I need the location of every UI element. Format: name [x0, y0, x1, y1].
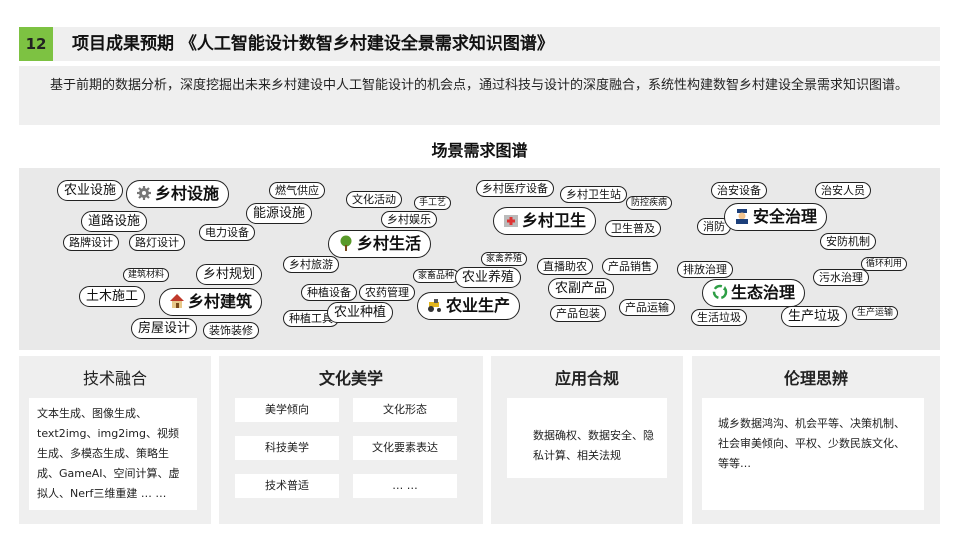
map-node: 污水治理 [813, 269, 869, 286]
description-box [19, 66, 940, 125]
map-node: 家畜品种 [413, 269, 460, 283]
map-node: 农业设施 [57, 180, 124, 201]
map-node: 乡村规划 [196, 264, 263, 285]
map-hub-node: 生态治理 [702, 279, 806, 307]
grid-cell: 文化要素表达 [353, 436, 457, 460]
map-hub-node: 乡村设施 [126, 180, 230, 208]
map-node: 防控疾病 [626, 196, 673, 210]
map-node: 生产运输 [852, 306, 899, 320]
map-node: 建筑材料 [123, 268, 170, 282]
panel-compliance: 应用合规 数据确权、数据安全、隐私计算、相关法规 [491, 356, 683, 524]
map-node: 农业种植 [327, 302, 394, 323]
panel-title: 文化美学 [318, 369, 383, 388]
map-hub-node: 农业生产 [417, 292, 521, 320]
grid-cell: 文化形态 [353, 398, 457, 422]
map-node: 治安设备 [711, 182, 767, 199]
map-node: 农业养殖 [455, 267, 522, 288]
map-node: 燃气供应 [269, 182, 325, 199]
grid-cell: 技术普适 [235, 474, 339, 498]
panel-text: 城乡数据鸿沟、机会平等、决策机制、社会审美倾向、平权、少数民族文化、等等… [718, 417, 905, 470]
panel-ethics: 伦理思辨 城乡数据鸿沟、机会平等、决策机制、社会审美倾向、平权、少数民族文化、等… [692, 356, 940, 524]
map-hub-node: 乡村建筑 [159, 288, 263, 316]
map-node: 土木施工 [79, 286, 146, 307]
house-icon [169, 291, 185, 308]
map-node: 生产垃圾 [781, 306, 848, 327]
grid-cell: 科技美学 [235, 436, 339, 460]
map-node: 路灯设计 [129, 234, 185, 251]
gear-icon [136, 183, 152, 200]
description-text: 基于前期的数据分析，深度挖掘出未来乡村建设中人工智能设计的机会点，通过科技与设计… [50, 78, 909, 93]
map-node: 卫生普及 [605, 220, 661, 237]
slide-number-badge: 12 [19, 27, 53, 61]
map-node: 治安人员 [815, 182, 871, 199]
map-node: 排放治理 [677, 261, 733, 278]
panel-title: 技术融合 [82, 369, 147, 388]
map-node: 产品销售 [602, 258, 658, 275]
panel-text: 文本生成、图像生成、text2img、img2img、视频生成、多模态生成、策略… [37, 407, 180, 500]
panel-title: 伦理思辨 [783, 369, 848, 388]
map-node: 循环利用 [861, 257, 908, 271]
map-node: 房屋设计 [131, 318, 198, 339]
grid-cell: … … [353, 474, 457, 498]
map-node: 能源设施 [246, 203, 313, 224]
map-node: 产品运输 [619, 299, 675, 316]
map-node: 乡村医疗设备 [476, 180, 554, 197]
map-node: 农副产品 [548, 278, 615, 299]
knowledge-map: 农业设施 乡村设施 道路设施 路牌设计 路灯设计 燃气供应 能源设施 电力设备 … [19, 168, 940, 350]
header-bar [19, 27, 940, 61]
map-node: 装饰装修 [203, 322, 259, 339]
map-node: 路牌设计 [63, 234, 119, 251]
map-node: 电力设备 [199, 224, 255, 241]
map-node: 文化活动 [346, 191, 402, 208]
map-node: 农药管理 [359, 284, 415, 301]
panel-culture-aesthetics: 文化美学 美学倾向 文化形态 科技美学 文化要素表达 技术普适 … … [219, 356, 483, 524]
map-node: 乡村旅游 [283, 256, 339, 273]
map-node: 乡村卫生站 [560, 186, 627, 203]
map-node: 种植工具 [283, 310, 339, 327]
panel-content-box: 数据确权、数据安全、隐私计算、相关法规 [507, 398, 667, 478]
panel-content-box: 城乡数据鸿沟、机会平等、决策机制、社会审美倾向、平权、少数民族文化、等等… [702, 398, 924, 510]
panel-text: 数据确权、数据安全、隐私计算、相关法规 [533, 429, 654, 462]
map-hub-node: 安全治理 [724, 203, 828, 231]
tree-icon [338, 233, 354, 251]
slide-title: 项目成果预期 《人工智能设计数智乡村建设全景需求知识图谱》 [72, 34, 554, 54]
map-hub-node: 乡村生活 [328, 230, 432, 258]
panel-title: 应用合规 [554, 369, 619, 388]
map-node: 产品包装 [550, 305, 606, 322]
recycle-icon [712, 282, 728, 300]
map-node: 手工艺 [414, 196, 452, 210]
map-hub-node: 乡村卫生 [493, 207, 597, 235]
map-node: 种植设备 [301, 284, 357, 301]
grid-cell: 美学倾向 [235, 398, 339, 422]
panel-content-box: 文本生成、图像生成、text2img、img2img、视频生成、多模态生成、策略… [29, 398, 197, 510]
map-node: 乡村娱乐 [381, 211, 437, 228]
map-node: 道路设施 [81, 211, 148, 232]
panel-tech-fusion: 技术融合 文本生成、图像生成、text2img、img2img、视频生成、多模态… [19, 356, 211, 524]
map-node: 安防机制 [820, 233, 876, 250]
map-node: 直播助农 [537, 258, 593, 275]
map-node: 生活垃圾 [691, 309, 747, 326]
hospital-icon [503, 210, 519, 227]
tractor-icon [427, 295, 443, 312]
police-officer-icon [734, 206, 750, 224]
map-node: 家禽养殖 [481, 252, 528, 266]
map-title: 场景需求图谱 [431, 141, 528, 160]
